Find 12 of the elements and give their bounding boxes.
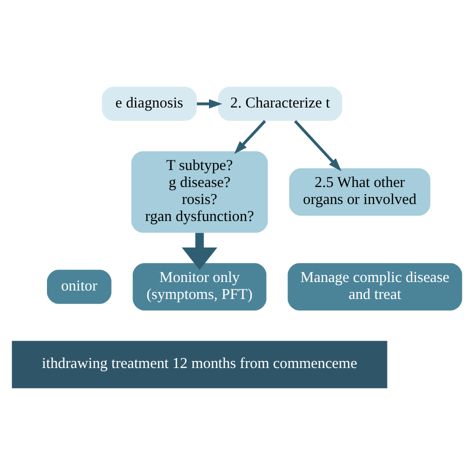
arrow xyxy=(294,120,342,171)
node-box: 2.5 What other organs or involved xyxy=(289,168,430,216)
node-box: e diagnosis xyxy=(102,86,197,120)
node-box: 2. Characterize t xyxy=(218,86,342,120)
node-box: onitor xyxy=(46,269,112,304)
node-box: ithdrawing treatment 12 months from commenceme xyxy=(12,340,388,388)
node-box: Monitor only (symptoms, PFT) xyxy=(132,262,266,310)
arrow xyxy=(234,120,266,154)
arrow xyxy=(182,232,218,270)
node-box: T subtype? g disease? rosis? rgan dysfunction? xyxy=(131,150,268,232)
arrow xyxy=(196,98,222,108)
node-box: Manage complic disease and treat xyxy=(288,262,462,310)
